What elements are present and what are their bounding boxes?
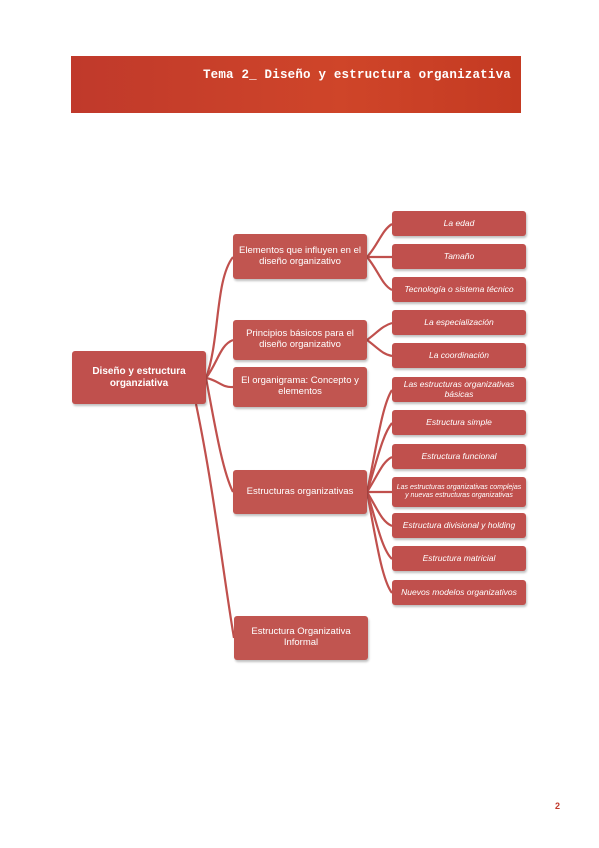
connector-s1-c1 — [366, 339, 393, 358]
leaf-divisional-holding: Estructura divisional y holding — [392, 513, 526, 538]
connector-s0-c2 — [366, 256, 393, 291]
connector-root-section-3 — [204, 377, 234, 493]
leaf-estructuras-complejas: Las estructuras organizativas complejas … — [392, 477, 526, 507]
leaf-estructuras-basicas: Las estructuras organizativas básicas — [392, 377, 526, 402]
leaf-estructura-simple: Estructura simple — [392, 410, 526, 435]
leaf-nuevos-modelos: Nuevos modelos organizativos — [392, 580, 526, 605]
connector-s3-c6 — [365, 491, 393, 594]
leaf-estructura-funcional: Estructura funcional — [392, 444, 526, 469]
connector-s0-c0 — [366, 223, 393, 258]
diagram-root: Diseño y estructura organziativa — [72, 351, 206, 404]
connector-root-section-4 — [194, 403, 236, 639]
header-banner: Tema 2_ Diseño y estructura organizativa — [71, 56, 521, 113]
section-estructuras: Estructuras organizativas — [233, 470, 367, 514]
section-organigrama: El organigrama: Concepto y elementos — [233, 367, 367, 407]
page-number: 2 — [555, 801, 561, 811]
connector-root-section-2 — [205, 376, 234, 389]
page-title: Tema 2_ Diseño y estructura organizativa — [202, 68, 511, 82]
connector-s3-c4 — [366, 491, 393, 528]
leaf-especializacion: La especialización — [392, 310, 526, 335]
connector-s1-c0 — [366, 321, 393, 341]
leaf-matricial: Estructura matricial — [392, 546, 526, 571]
section-principios: Principios básicos para el diseño organi… — [233, 320, 367, 360]
section-informal: Estructura Organizativa Informal — [234, 616, 368, 660]
connector-s3-c5 — [365, 491, 393, 560]
section-elementos: Elementos que influyen en el diseño orga… — [233, 234, 367, 279]
connector-s3-c0 — [365, 389, 393, 493]
leaf-coordinacion: La coordinación — [392, 343, 526, 368]
leaf-la-edad: La edad — [392, 211, 526, 236]
leaf-tecnologia: Tecnología o sistema técnico — [392, 277, 526, 302]
connector-s3-c1 — [365, 422, 393, 493]
leaf-tamano: Tamaño — [392, 244, 526, 269]
connector-root-section-0 — [204, 256, 234, 379]
connector-root-section-1 — [205, 338, 234, 379]
connector-s3-c2 — [366, 456, 393, 493]
